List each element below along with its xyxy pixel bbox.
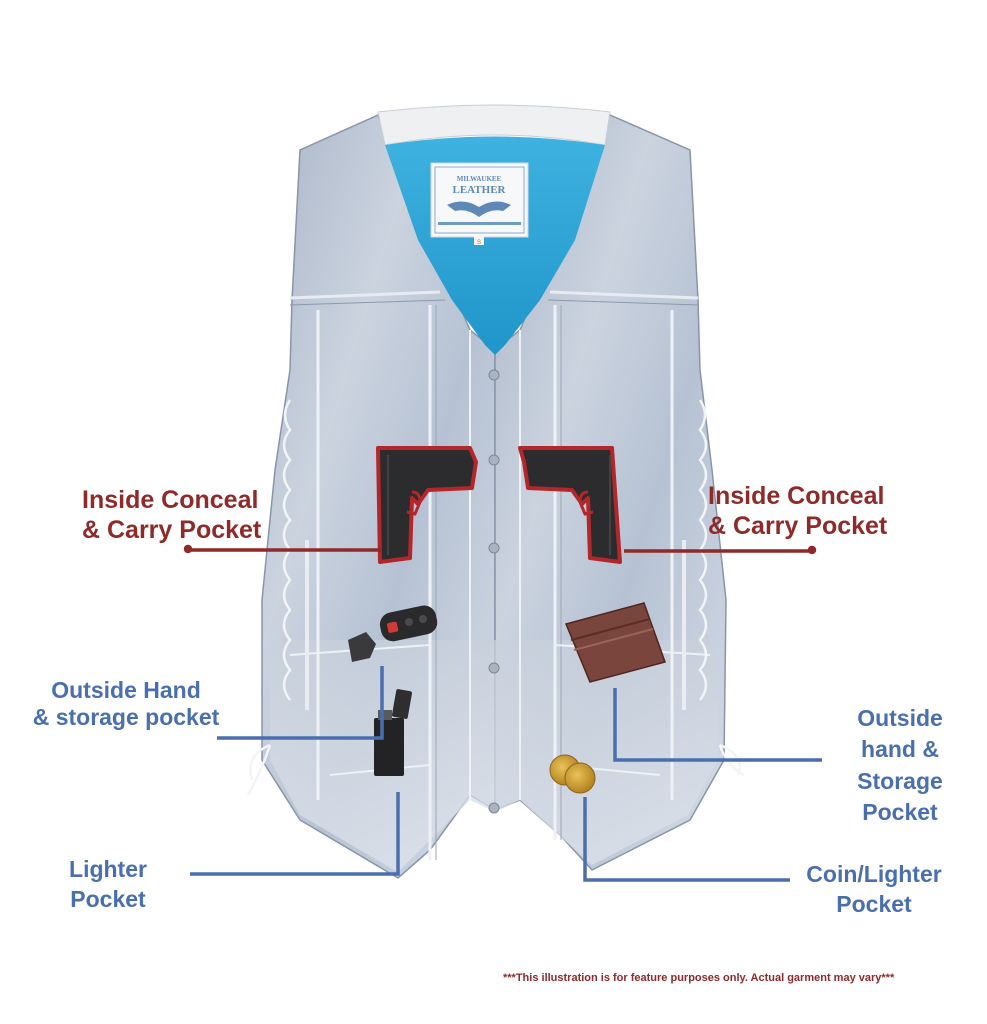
pistol-left-icon xyxy=(376,446,478,564)
svg-text:S: S xyxy=(477,240,481,246)
callout-coin-lighter-pocket: Coin/Lighter Pocket xyxy=(792,860,956,920)
callout-lighter-pocket: Lighter Pocket xyxy=(58,855,158,915)
car-key-fob-icon xyxy=(348,605,438,662)
callout-text-line: Outside xyxy=(857,705,943,731)
callout-text-line: Pocket xyxy=(836,890,912,917)
snap-buttons xyxy=(488,369,500,814)
callout-outside-hand-left: Outside Hand & storage pocket xyxy=(18,677,234,731)
callout-text-line: Inside Conceal xyxy=(708,482,885,510)
callout-text-line: Lighter xyxy=(69,856,147,882)
callout-inside-conceal-right: Inside Conceal & Carry Pocket xyxy=(708,482,887,541)
disclaimer-text: ***This illustration is for feature purp… xyxy=(503,972,895,984)
svg-text:MILWAUKEE: MILWAUKEE xyxy=(457,175,502,183)
callout-text-line: Coin/Lighter xyxy=(806,861,942,887)
pistol-right-icon xyxy=(518,446,622,564)
callout-text-line: Storage xyxy=(857,767,943,794)
callout-outside-hand-right: Outside hand & Storage Pocket xyxy=(840,703,960,828)
callout-text-line: Inside Conceal xyxy=(82,486,259,514)
callout-text-line: Pocket xyxy=(862,798,938,825)
callout-text-line: Outside Hand xyxy=(51,677,201,703)
svg-text:LEATHER: LEATHER xyxy=(453,184,507,196)
callout-text-line: hand & xyxy=(861,736,939,763)
callout-text-line: & storage pocket xyxy=(32,704,220,731)
wallet-icon xyxy=(564,602,666,683)
callout-text-line: & Carry Pocket xyxy=(82,515,262,544)
callout-text-line: Pocket xyxy=(70,885,146,912)
callout-lines-blue xyxy=(190,666,822,882)
brand-label: MILWAUKEE LEATHER S xyxy=(430,162,529,246)
callout-lines-red xyxy=(183,544,817,555)
coins-icon xyxy=(549,754,596,794)
callout-inside-conceal-left: Inside Conceal & Carry Pocket xyxy=(82,486,261,545)
callout-text-line: & Carry Pocket xyxy=(708,511,888,540)
